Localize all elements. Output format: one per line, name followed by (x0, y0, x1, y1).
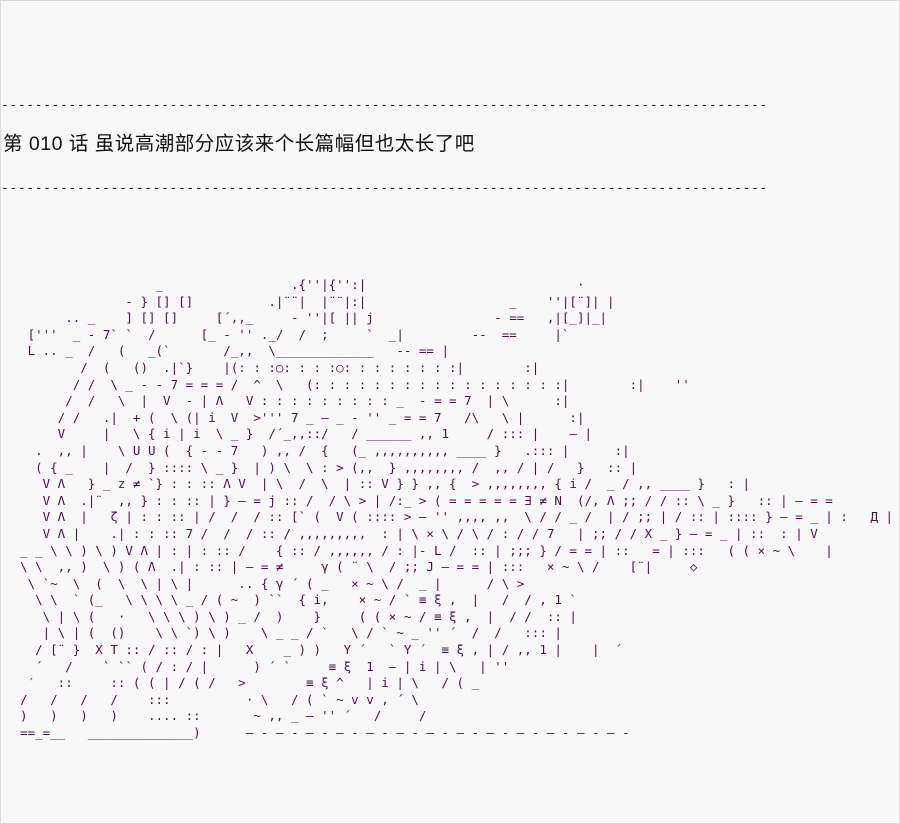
ascii-art: _ .{''|{'':| · - } [] [] .|¨¨| |¨¨|:| _ … (20, 277, 894, 741)
separator-top: ----------------------------------------… (1, 98, 768, 113)
page-title: 第 010 话 虽说高潮部分应该来个长篇幅但也太长了吧 (3, 133, 475, 155)
separator-bottom: ----------------------------------------… (1, 181, 768, 196)
